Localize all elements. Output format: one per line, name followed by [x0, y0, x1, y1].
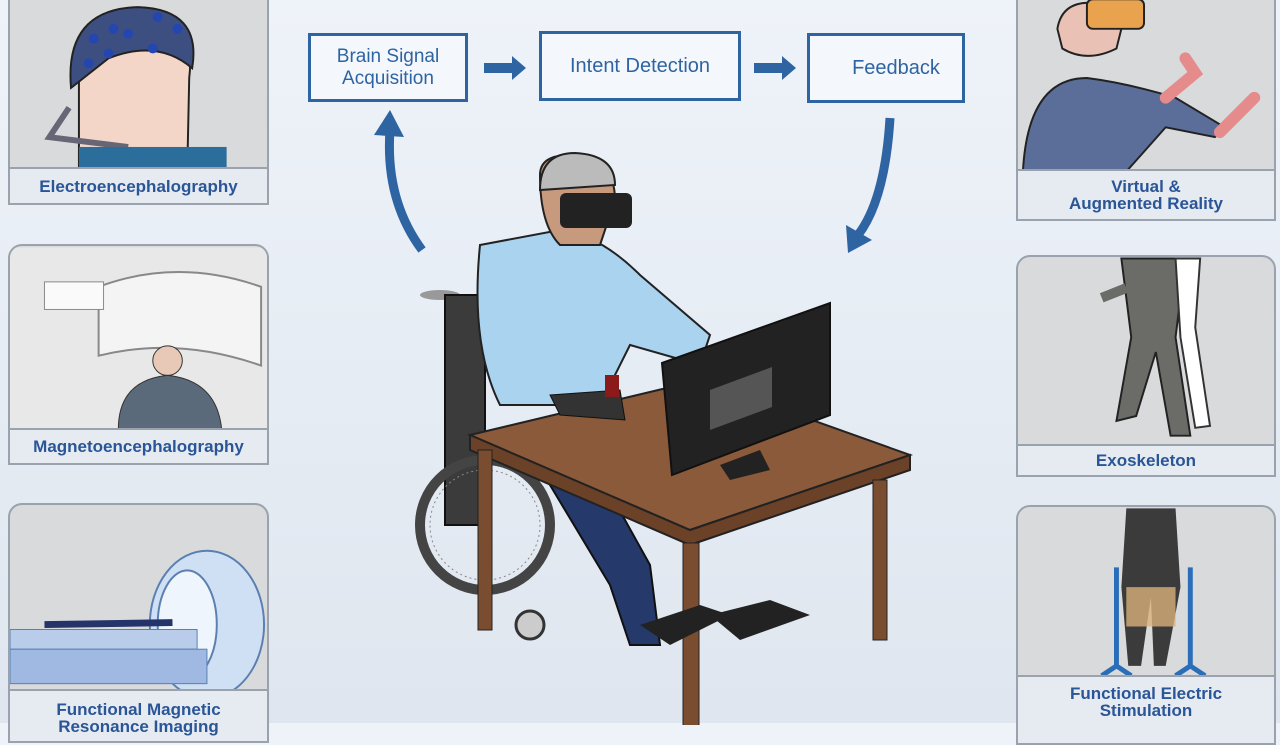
panel-fmri: Functional Magnetic Resonance Imaging: [8, 503, 269, 743]
panel-label: Electroencephalography: [10, 167, 267, 203]
mri-scanner-illustration: [10, 549, 266, 690]
panel-label: Virtual & Augmented Reality: [1018, 169, 1274, 219]
panel-exoskeleton: Exoskeleton: [1016, 255, 1276, 477]
meg-scanner-illustration: [10, 247, 267, 431]
fes-illustration: [1100, 508, 1207, 678]
flow-step-intent-detection: Intent Detection: [539, 31, 741, 101]
flow-step-brain-signal-acquisition: Brain Signal Acquisition: [308, 33, 468, 102]
vr-user-illustration: [1021, 0, 1261, 173]
exoskeleton-illustration: [1099, 257, 1212, 437]
panel-meg: Magnetoencephalography: [8, 244, 269, 465]
flow-step-feedback: Feedback: [807, 33, 965, 103]
panel-eeg: Electroencephalography: [8, 0, 269, 205]
panel-label: Magnetoencephalography: [10, 428, 267, 463]
panel-label: Functional Magnetic Resonance Imaging: [10, 689, 267, 741]
panel-fes: Functional Electric Stimulation: [1016, 505, 1276, 745]
eeg-cap-illustration: [44, 6, 227, 173]
panel-vr-ar: Virtual & Augmented Reality: [1016, 0, 1276, 221]
panel-label: Exoskeleton: [1018, 444, 1274, 475]
vr-headset: [560, 193, 632, 228]
bci-user-illustration: [415, 151, 914, 725]
panel-label: Functional Electric Stimulation: [1018, 675, 1274, 743]
